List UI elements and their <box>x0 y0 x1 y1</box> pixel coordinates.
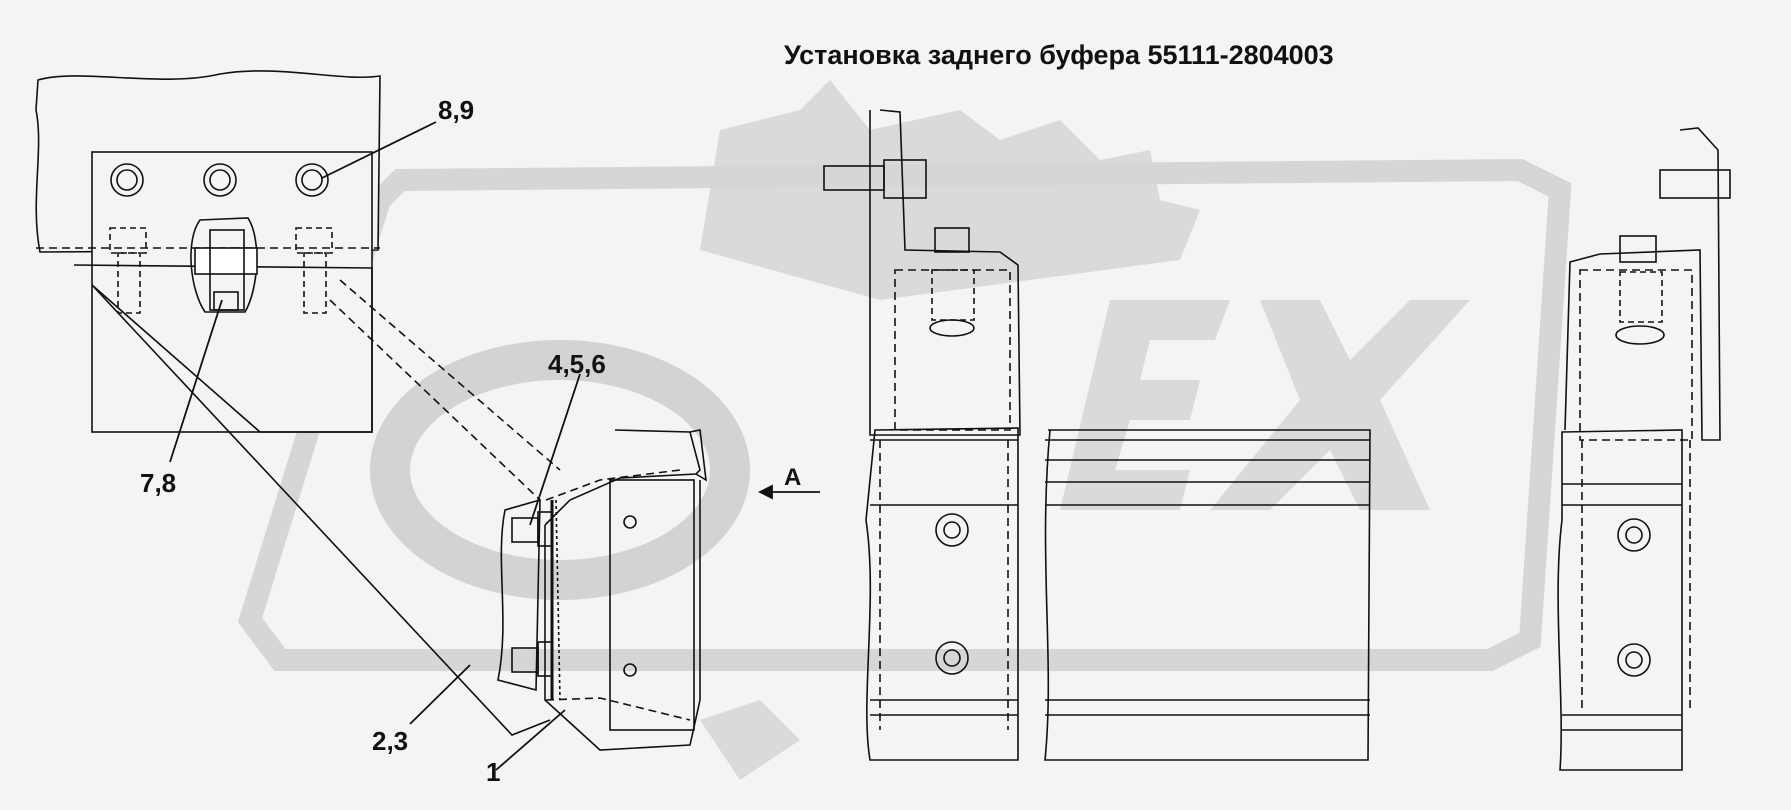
watermark-o <box>370 340 750 600</box>
bumper-plate <box>609 479 695 731</box>
callout-4-5-6: 4,5,6 <box>548 349 606 379</box>
bumper-section <box>497 429 707 751</box>
callout-2-3: 2,3 <box>372 726 409 756</box>
right-beam <box>1557 429 1683 771</box>
leader-4-5-6 <box>529 373 581 526</box>
callout-7-8: 7,8 <box>140 468 177 498</box>
leader-1 <box>495 709 566 771</box>
view-a-label: A <box>784 464 802 491</box>
diagram-title: Установка заднего буфера 55111-2804003 <box>784 40 1334 70</box>
right-view <box>1557 127 1731 771</box>
left-view <box>35 70 561 736</box>
frame-section <box>497 498 541 692</box>
nut-3 <box>295 163 329 197</box>
nut-1 <box>110 163 144 197</box>
bracket-dashed <box>339 279 561 471</box>
watermark-e <box>1060 300 1230 510</box>
callout-8-9: 8,9 <box>438 95 475 125</box>
view-a <box>823 109 1021 761</box>
nut-2 <box>203 163 237 197</box>
leader-8-9 <box>321 121 437 179</box>
watermark-gear <box>700 80 1200 300</box>
leader-2-3 <box>409 664 471 725</box>
right-bracket <box>1564 127 1721 441</box>
bracket-outline <box>73 264 551 736</box>
callout-1: 1 <box>486 757 501 787</box>
leader-7-8 <box>169 299 223 463</box>
bumper-beam <box>865 427 1019 761</box>
watermark-bottom <box>700 700 800 780</box>
bolt-section <box>190 217 258 313</box>
watermark-x <box>1210 300 1470 510</box>
leader-lines <box>169 121 820 771</box>
bumper-span <box>1044 429 1371 761</box>
center-bracket <box>869 109 1021 436</box>
